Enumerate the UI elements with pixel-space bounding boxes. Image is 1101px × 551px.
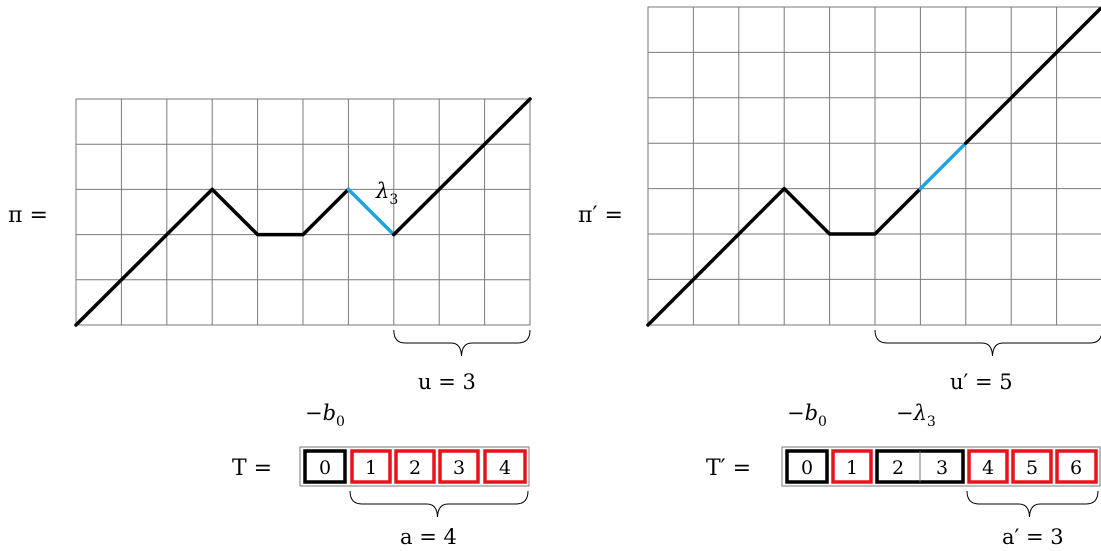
right-tableau: 0 1 2 3 4 5 6: [781, 446, 1101, 487]
right-highlight-step: [918, 141, 968, 191]
right-above-b0: −b0: [787, 401, 827, 430]
left-cell-4: [483, 449, 527, 484]
right-lattice-path-tail: [964, 7, 1101, 145]
right-above-lambda3: −λ3: [896, 401, 936, 430]
right-cell-5: [1011, 449, 1053, 484]
svg-text:1: 1: [846, 457, 858, 479]
svg-text:0: 0: [319, 457, 331, 479]
right-a-label: a′ = 3: [1002, 525, 1064, 549]
right-cell-6: [1055, 449, 1098, 484]
svg-text:5: 5: [1026, 457, 1038, 479]
left-highlight-step: [346, 187, 396, 237]
left-lattice-path: [74, 187, 351, 327]
right-cell-1: [831, 449, 873, 484]
left-cell-3: [438, 449, 480, 484]
right-cell-0: [785, 449, 829, 484]
right-tableau-label: T′ =: [706, 456, 751, 481]
left-pi-label: π =: [8, 203, 48, 228]
left-u-brace: [393, 329, 531, 357]
svg-text:0: 0: [801, 457, 813, 479]
svg-text:3: 3: [453, 457, 465, 479]
right-u-label: u′ = 5: [950, 370, 1013, 394]
left-cell-0: [303, 449, 347, 484]
left-tableau-label: T =: [232, 456, 272, 481]
right-lattice-path: [646, 186, 923, 327]
right-cell-4: [967, 449, 1009, 484]
svg-text:2: 2: [892, 457, 904, 479]
svg-text:4: 4: [499, 457, 511, 479]
right-u-brace: [874, 329, 1101, 357]
svg-text:3: 3: [936, 457, 948, 479]
svg-text:6: 6: [1070, 457, 1082, 479]
svg-text:2: 2: [409, 457, 421, 479]
left-cell-2: [394, 449, 436, 484]
left-above-b0: −b0: [305, 401, 345, 430]
svg-text:1: 1: [365, 457, 377, 479]
right-pi-label: π′ =: [578, 203, 623, 228]
left-tableau: 0 1 2 3 4: [299, 446, 530, 487]
right-grid: [647, 6, 1101, 326]
left-a-label: a = 4: [400, 525, 457, 549]
right-a-brace: [966, 490, 1099, 518]
left-path-label: λ3: [375, 179, 398, 208]
left-lattice-path-tail: [392, 97, 532, 237]
left-u-label: u = 3: [418, 370, 476, 394]
left-grid: [75, 98, 531, 326]
left-a-brace: [349, 490, 529, 518]
left-cell-1: [350, 449, 392, 484]
svg-text:4: 4: [982, 457, 994, 479]
